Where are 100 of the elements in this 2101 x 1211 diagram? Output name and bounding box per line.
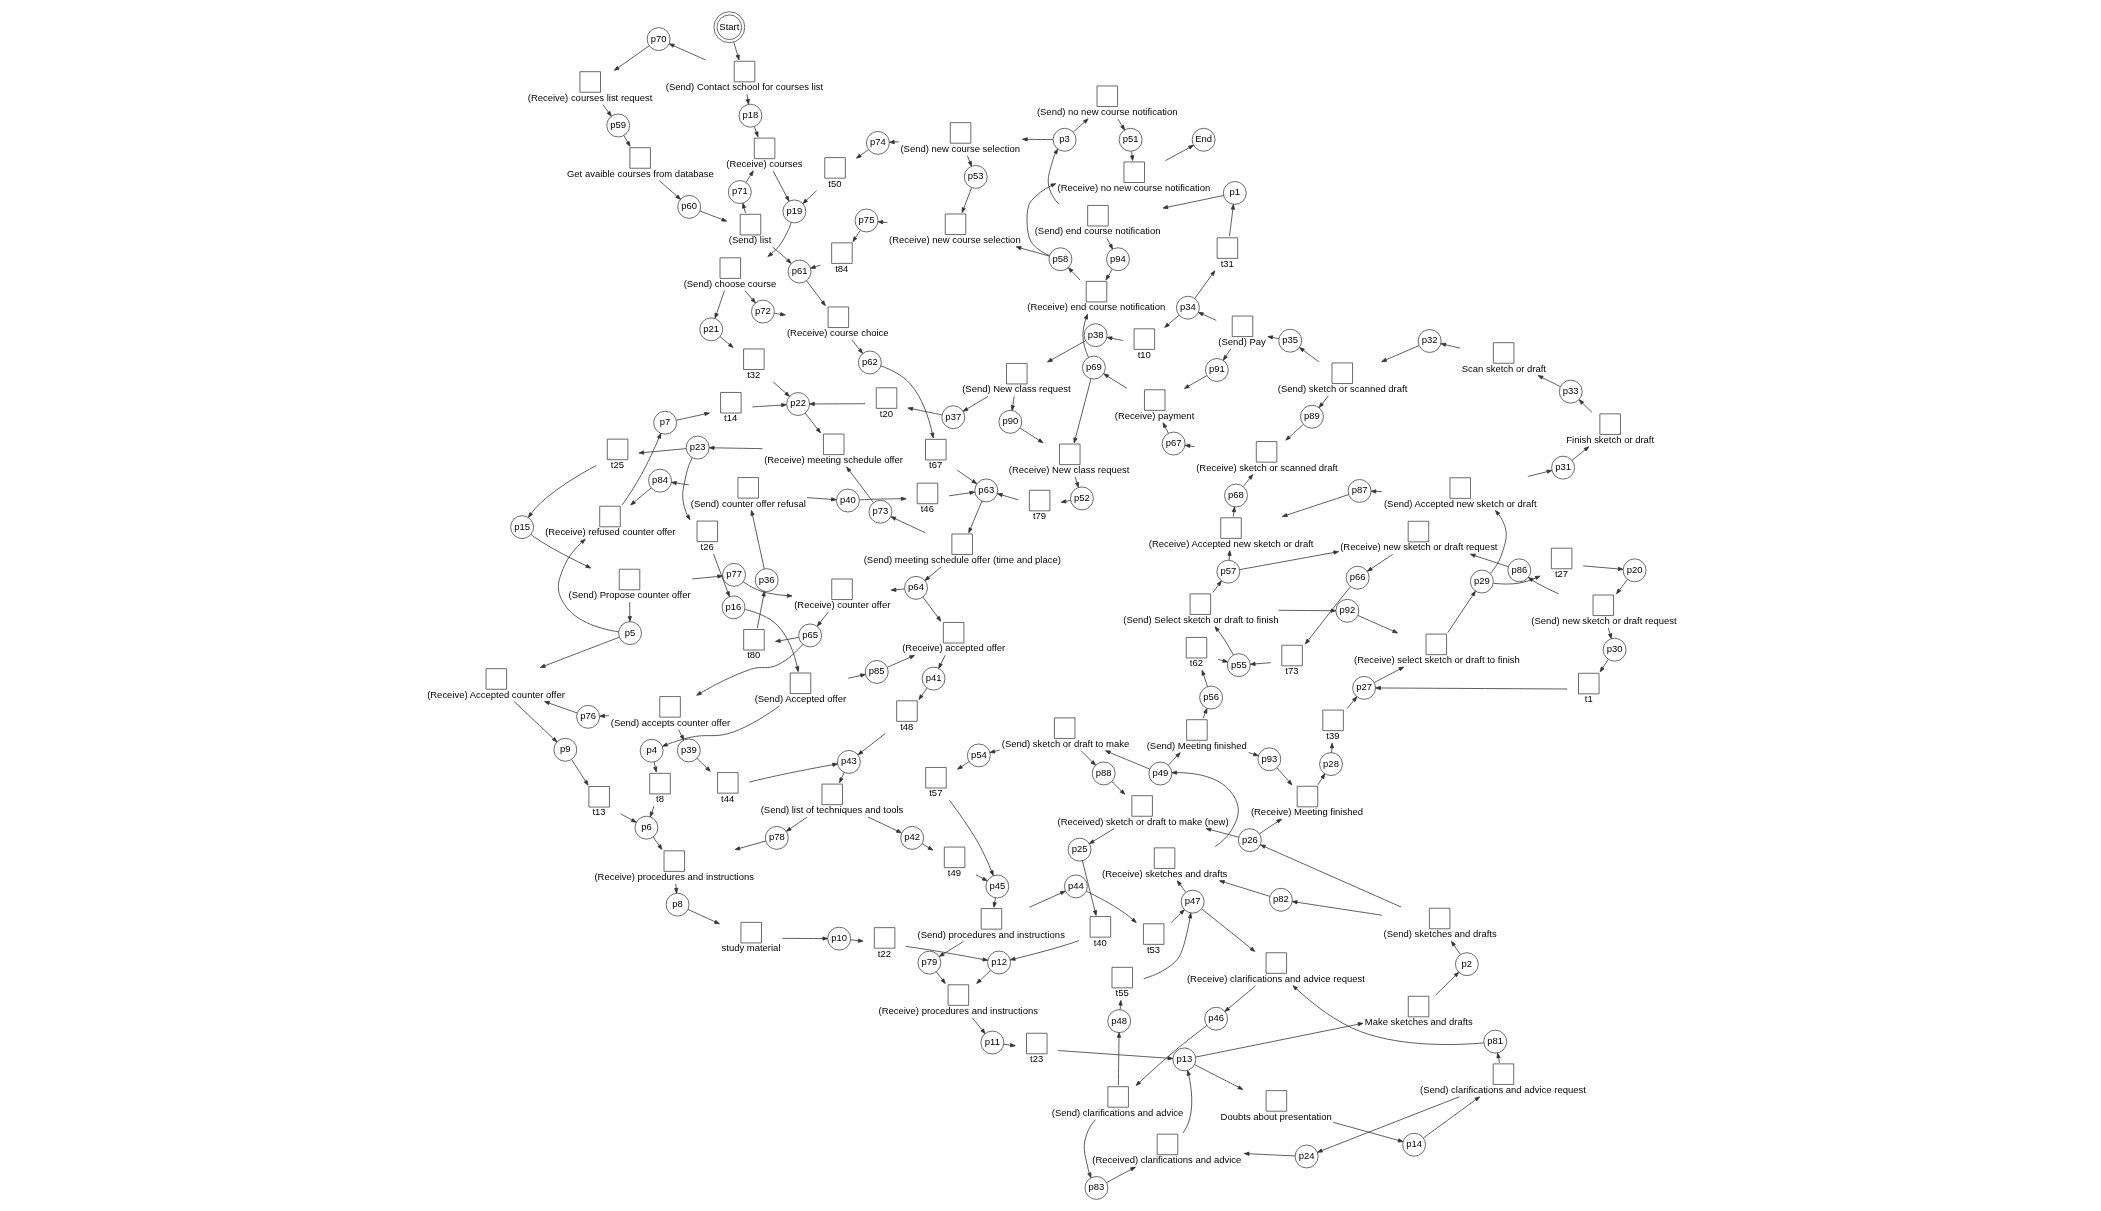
node-circle: p30	[1602, 637, 1626, 662]
arrow	[1026, 183, 1056, 256]
node-circle: p82	[1268, 887, 1293, 912]
node-label: (Send) new sketch or draft request	[1530, 614, 1677, 626]
arrow	[1162, 195, 1224, 210]
node-circle: p76	[575, 704, 600, 729]
arrow	[877, 220, 888, 225]
arrow	[766, 222, 792, 257]
node-box	[1005, 363, 1027, 385]
arrow	[756, 591, 766, 629]
node-box	[1185, 637, 1207, 659]
node-box	[980, 908, 1002, 930]
arrow	[1015, 246, 1050, 257]
arrow	[1332, 1121, 1403, 1143]
node-box	[742, 629, 765, 651]
arrow	[619, 813, 637, 823]
node-circle: p84	[647, 468, 672, 493]
arrow	[1082, 313, 1089, 358]
arrow	[1002, 1043, 1016, 1048]
node-circle: p77	[721, 563, 746, 587]
node-box	[1550, 547, 1572, 570]
node-box	[740, 921, 762, 944]
node-box	[916, 482, 938, 505]
node-box	[1130, 795, 1153, 817]
node-box	[827, 306, 849, 328]
node-box	[648, 772, 671, 795]
node-box	[1592, 594, 1614, 616]
arrow	[1329, 742, 1334, 753]
node-circle: p31	[1550, 455, 1575, 480]
arrow	[1202, 708, 1207, 719]
arrow	[971, 1017, 985, 1034]
node-circle: p70	[646, 27, 670, 51]
node-label: t32	[746, 368, 760, 380]
node-label: (Send) list	[728, 234, 771, 246]
arrow	[1284, 424, 1304, 441]
arrow	[1440, 342, 1460, 349]
node-label: (Receive) refused counter offer	[544, 526, 676, 538]
node-label: (Send) Pay	[1217, 335, 1266, 347]
arrow	[1021, 137, 1053, 142]
arrow	[742, 581, 792, 598]
arrow	[1578, 399, 1592, 413]
node-label: t46	[920, 503, 934, 515]
arrow	[975, 970, 991, 984]
node-label: t67	[928, 459, 942, 471]
arrow	[652, 836, 662, 850]
node-label: t27	[1554, 568, 1568, 580]
arrow	[1492, 575, 1541, 585]
node-label: t55	[1115, 987, 1129, 999]
node-box	[663, 850, 685, 872]
arrow	[774, 637, 799, 643]
arrow	[961, 187, 972, 213]
node-circle: p38	[1083, 323, 1107, 348]
arrow	[712, 553, 730, 597]
node-label: (Receive) payment	[1114, 409, 1194, 421]
node-label: (Receive) sketch or scanned draft	[1195, 461, 1338, 473]
arrow	[691, 574, 723, 580]
node-circle: p39	[676, 738, 701, 763]
arrow	[748, 762, 838, 783]
arrow	[1222, 348, 1231, 361]
node-box	[875, 387, 897, 409]
node-circle: p53	[963, 165, 988, 189]
node-box	[598, 505, 621, 528]
node-label: (Receive) counter offer	[793, 598, 890, 610]
arrow	[745, 170, 754, 183]
arrow	[772, 381, 790, 397]
node-label: t22	[877, 947, 891, 959]
node-label: (Receive) end course notification	[1026, 301, 1165, 313]
arrow	[1201, 908, 1255, 952]
arrow	[1266, 335, 1279, 340]
node-circle: p44	[1063, 874, 1088, 899]
arrow	[527, 465, 596, 518]
node-label: (Receive) course choice	[786, 326, 889, 338]
arrow	[1081, 860, 1097, 916]
node-circle: p40	[835, 488, 860, 513]
node-box	[1028, 489, 1050, 512]
node-box	[1407, 520, 1429, 543]
node-box	[1577, 672, 1599, 695]
arrow	[1214, 626, 1234, 656]
arrow	[1537, 375, 1561, 387]
arrow	[1373, 666, 1404, 683]
node-circle: p81	[1482, 1029, 1507, 1054]
arrow	[1182, 1070, 1192, 1134]
arrow	[714, 290, 725, 319]
arrow	[1009, 940, 1079, 961]
arrow	[1067, 267, 1080, 281]
arrow	[966, 155, 972, 167]
node-label: t57	[928, 787, 942, 799]
node-label: study material	[721, 942, 781, 954]
arrow	[1217, 658, 1228, 663]
node-label: (Receive) courses list request	[527, 91, 652, 103]
arrow	[1380, 345, 1419, 363]
node-circle: p5	[617, 621, 642, 645]
arrow	[907, 406, 942, 416]
node-box	[1053, 717, 1075, 739]
node-box	[950, 533, 973, 555]
arrow	[845, 466, 874, 503]
node-box	[1123, 161, 1145, 183]
arrow	[1281, 494, 1349, 518]
node-circle: p75	[854, 208, 878, 233]
node-circle: p83	[1084, 1176, 1108, 1200]
